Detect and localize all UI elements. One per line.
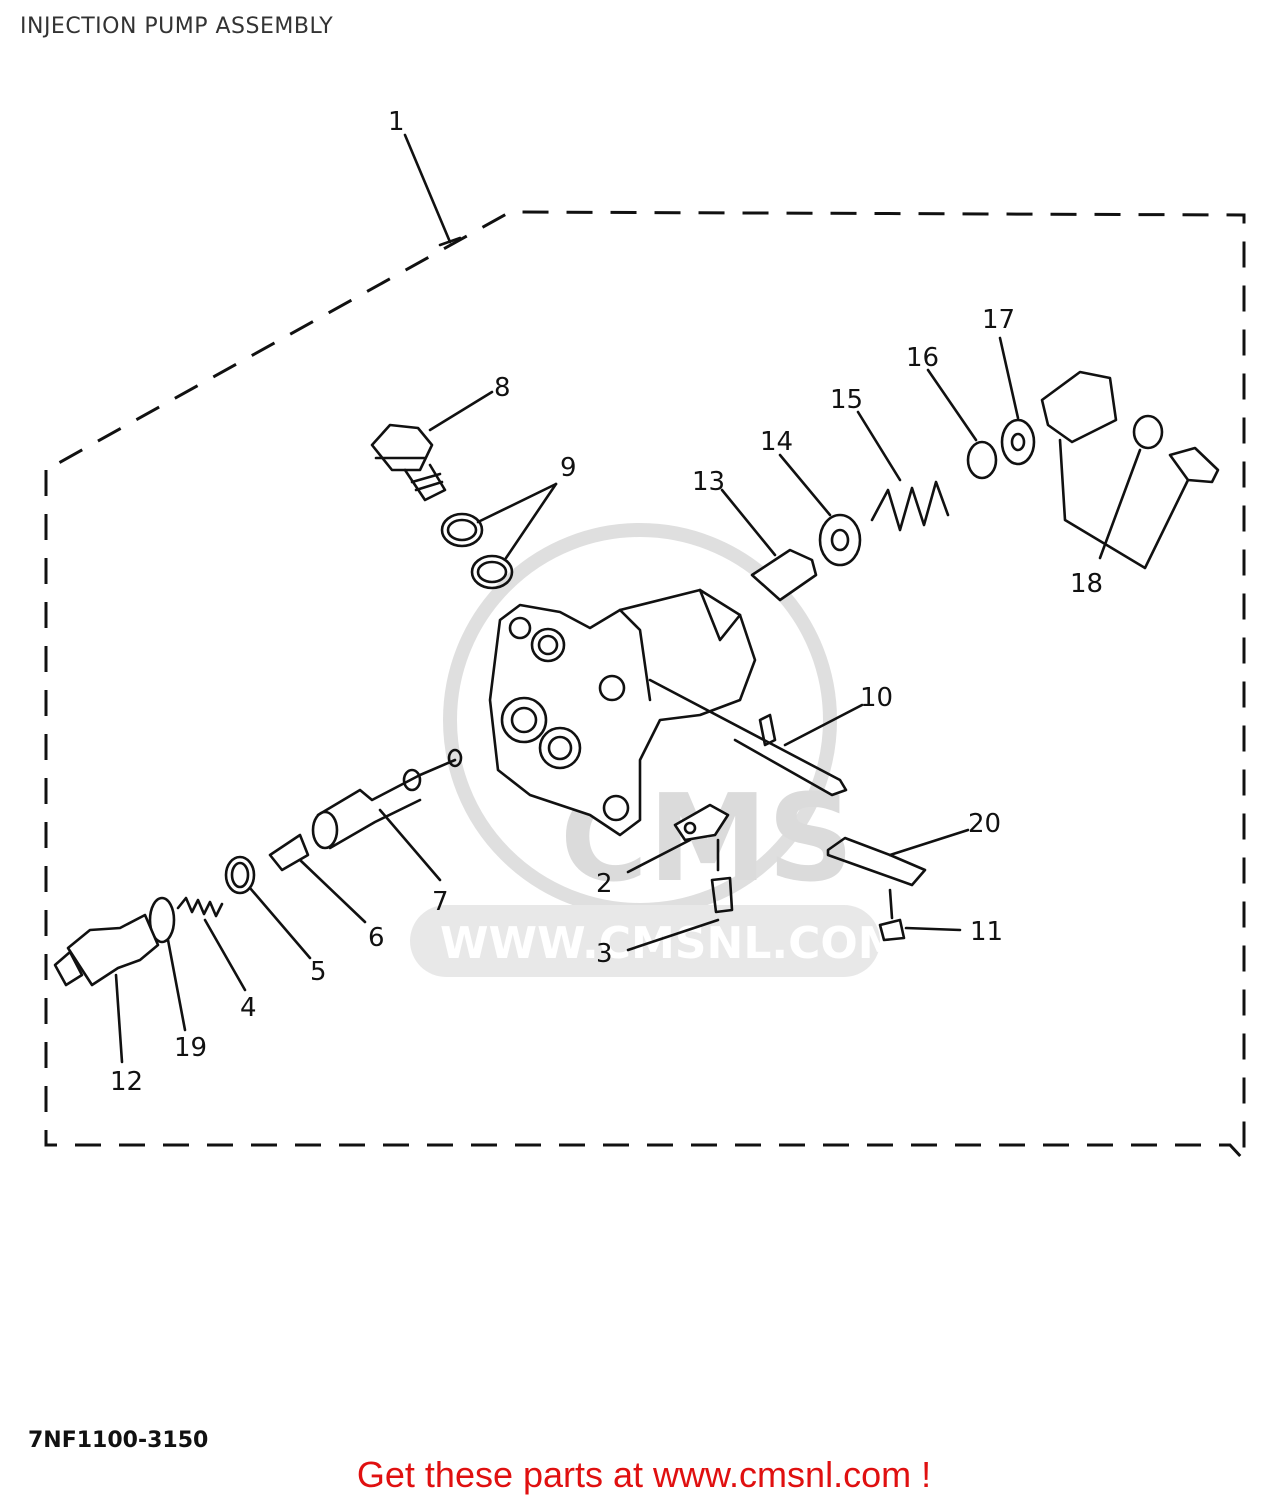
watermark: CMS WWW.CMSNL.COM — [410, 523, 902, 977]
diagram-code: 7NF1100-3150 — [28, 1428, 209, 1453]
callout-10: 10 — [860, 683, 893, 713]
banjo-bolt-part-8 — [370, 390, 494, 502]
callout-17: 17 — [982, 305, 1015, 335]
callout-19: 19 — [174, 1033, 207, 1063]
callout-11: 11 — [970, 917, 1003, 947]
diagram-title: INJECTION PUMP ASSEMBLY — [20, 14, 334, 39]
watermark-url: WWW.CMSNL.COM — [440, 918, 902, 969]
callout-13: 13 — [692, 467, 725, 497]
callout-1: 1 — [388, 107, 405, 137]
callout-15: 15 — [830, 385, 863, 415]
callout-12: 12 — [110, 1067, 143, 1097]
callout-3: 3 — [596, 939, 613, 969]
callout-20: 20 — [968, 809, 1001, 839]
callout-14: 14 — [760, 427, 793, 457]
callout-2: 2 — [596, 869, 613, 899]
callout-4: 4 — [240, 993, 257, 1023]
callout-16: 16 — [906, 343, 939, 373]
exploded-parts-diagram: CMS WWW.CMSNL.COM — [44, 107, 1246, 1164]
callout-9: 9 — [560, 453, 577, 483]
callout-18: 18 — [1070, 569, 1103, 599]
callout-7: 7 — [432, 887, 449, 917]
pump-body — [488, 588, 757, 837]
callout-labels: 1 2 3 4 5 6 7 8 9 10 11 12 13 14 15 16 1… — [110, 107, 1103, 1097]
callout-8: 8 — [494, 373, 511, 403]
footer-link[interactable]: Get these parts at www.cmsnl.com ! — [356, 1454, 932, 1495]
callout-5: 5 — [310, 957, 327, 987]
assembly-boundary — [44, 210, 1246, 1164]
callout-6: 6 — [368, 923, 385, 953]
